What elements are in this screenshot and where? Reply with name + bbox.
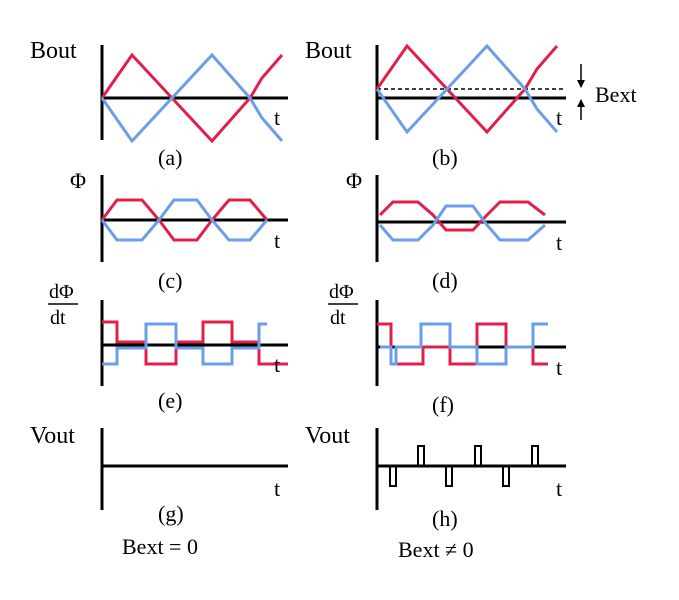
waveform-red-d [378,200,546,232]
t-label-b: t [556,105,562,130]
vout-label-h: Vout [305,423,350,449]
waveform-blue-a [100,52,284,144]
panel-e: dΦ dt t (e) [48,281,288,413]
caption-b: (b) [432,145,458,170]
waveform-red-c [100,198,269,242]
dphi-denominator-e: dt [50,307,66,329]
waveform-red-a [100,52,284,144]
panel-f: dΦ dt t (f) [328,281,566,417]
waveform-blue-d [378,204,546,242]
panel-a: Bout t (a) [30,38,288,170]
caption-a: (a) [158,145,182,170]
t-label-d: t [556,230,562,255]
waveform-blue-c [100,198,269,242]
t-label-g: t [274,476,280,501]
caption-h: (h) [432,506,458,531]
bout-label-b: Bout [305,38,352,64]
dphi-denominator-f: dt [330,307,346,329]
bext-label: Bext [595,82,637,107]
waveform-blue-b [375,43,559,135]
waveform-blue-e [102,322,267,366]
waveform-red-b [375,43,559,135]
caption-f: (f) [432,392,454,417]
waveform-red-e [102,320,288,366]
t-label-f: t [556,355,562,380]
panel-b: Bout t (b) Bext [305,38,637,170]
caption-g: (g) [158,501,184,526]
t-label-e: t [274,352,280,377]
vout-label-g: Vout [30,423,75,449]
panel-d: Φ t (d) [346,168,566,293]
pulse-train-h [389,445,539,487]
caption-c: (c) [158,268,182,293]
waveform-blue-f [380,322,548,366]
phi-label-d: Φ [346,168,362,193]
phi-label-c: Φ [70,168,86,193]
caption-d: (d) [432,268,458,293]
t-label-a: t [274,105,280,130]
dphi-numerator-f: dΦ [329,281,354,303]
bext-indicator [577,64,585,120]
bext-nonzero-label: Bext ≠ 0 [398,537,474,562]
panel-g: Vout t (g) Bext = 0 [30,423,288,559]
caption-e: (e) [158,388,182,413]
panel-c: Φ t (c) [70,168,288,293]
waveform-red-f [377,322,548,366]
panel-h: Vout t (h) Bext ≠ 0 [305,423,566,562]
t-label-c: t [274,228,280,253]
dphi-numerator-e: dΦ [49,281,74,303]
bout-label-a: Bout [30,38,77,64]
bext-zero-label: Bext = 0 [122,534,198,559]
t-label-h: t [556,476,562,501]
